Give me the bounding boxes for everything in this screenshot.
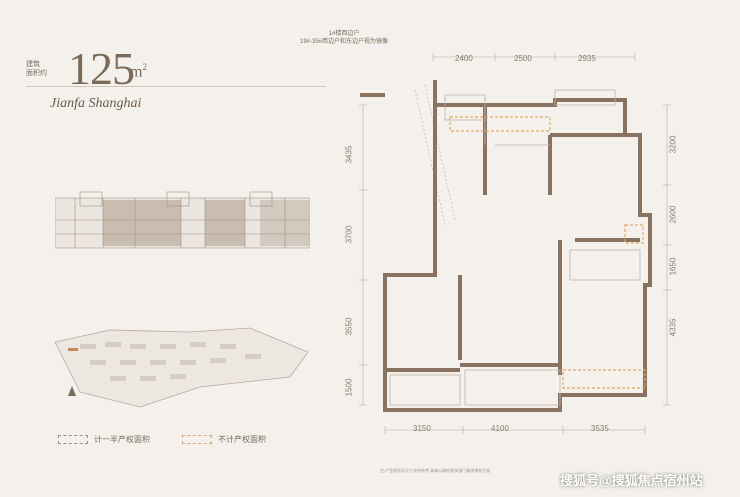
area-unit: m2 xyxy=(130,62,147,81)
plan-note: 1#楼西边户 19#-35#西边户和东边户视为镜像 xyxy=(300,31,389,45)
dim-right-3: 1650 xyxy=(668,257,678,276)
brand-name: Jianfa Shanghai xyxy=(50,96,142,111)
dim-bottom-2: 4100 xyxy=(491,424,509,433)
dim-top-1: 2400 xyxy=(455,54,473,63)
area-value: 125 xyxy=(68,43,135,94)
dim-right-1: 3200 xyxy=(668,135,678,154)
dim-left-3: 3550 xyxy=(344,317,354,336)
dim-top-3: 2935 xyxy=(578,54,596,63)
dim-bottom-3: 3535 xyxy=(591,424,609,433)
footnote: 注:户型面积及尺寸仅供参考,具体以政府相关部门最终审批为准 xyxy=(380,468,491,473)
legend-counted: 计一半产权面积 xyxy=(58,434,150,445)
floor-plan xyxy=(359,53,671,434)
area-side-label: 建筑 面积约 xyxy=(26,61,47,77)
dim-left-2: 3700 xyxy=(344,225,354,244)
legend-swatch-gray xyxy=(58,435,88,444)
dim-left-4: 1500 xyxy=(344,378,354,397)
dim-right-2: 2600 xyxy=(668,205,678,224)
site-map xyxy=(54,327,309,408)
building-key-plan xyxy=(55,191,310,249)
divider xyxy=(26,86,326,87)
watermark: 搜狐号@搜狐焦点宿州站 xyxy=(560,473,703,488)
dim-right-4: 4335 xyxy=(668,318,678,337)
dim-left-1: 3435 xyxy=(344,145,354,164)
dim-top-2: 2500 xyxy=(514,54,532,63)
dim-bottom-1: 3150 xyxy=(413,424,431,433)
legend-swatch-orange xyxy=(182,435,212,444)
legend-not-counted: 不计产权面积 xyxy=(182,434,266,445)
